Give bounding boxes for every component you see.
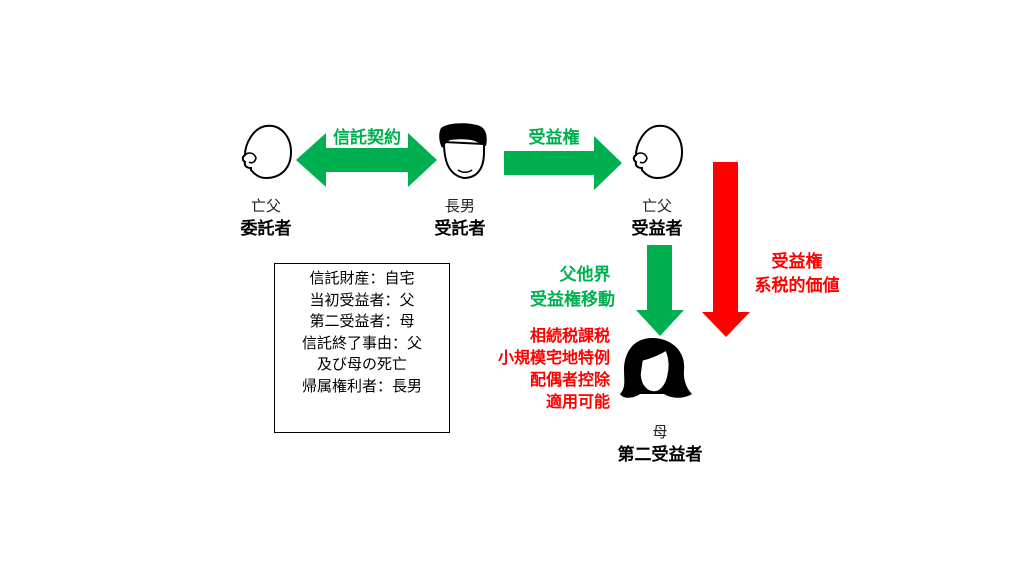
mother-role: 第二受益者 (617, 445, 703, 465)
tax-note: 小規模宅地特例 (497, 348, 610, 367)
woman-silhouette-icon (620, 338, 692, 398)
info-line: 信託終了事由：父 (301, 333, 422, 352)
info-line: 当初受益者：父 (309, 290, 415, 309)
trust-info-box: 信託財産：自宅 当初受益者：父 第二受益者：母 信託終了事由：父 及び母の死亡 … (274, 263, 450, 433)
transfer-label-line1: 父他界 (559, 265, 611, 285)
father1-name: 亡父 (250, 197, 281, 215)
transfer-down-arrow (636, 245, 684, 336)
trust-contract-double-arrow (296, 133, 437, 187)
son-role: 受託者 (434, 219, 486, 239)
transfer-label-line2: 受益権移動 (530, 290, 615, 310)
father1-role: 委託者 (240, 219, 292, 239)
info-line: 及び母の死亡 (316, 355, 407, 373)
valuation-down-arrow (702, 162, 750, 337)
beneficial-right-label: 受益権 (528, 128, 580, 148)
tax-note: 適用可能 (545, 392, 610, 411)
trust-contract-label: 信託契約 (333, 128, 401, 148)
bald-head-icon (632, 124, 684, 180)
father2-role: 受益者 (631, 219, 683, 239)
beneficial-right-arrow (504, 136, 622, 190)
tax-notes: 相続税課税 小規模宅地特例 配偶者控除 適用可能 (498, 325, 610, 413)
info-line: 信託財産：自宅 (309, 269, 415, 287)
tax-note: 配偶者控除 (529, 370, 610, 389)
father2-name: 亡父 (641, 197, 672, 215)
info-line: 帰属権利者：長男 (301, 376, 422, 395)
info-line: 第二受益者：母 (309, 312, 415, 330)
tax-note: 相続税課税 (529, 326, 610, 345)
bald-head-icon (241, 124, 293, 180)
mother-name: 母 (652, 423, 668, 441)
valuation-label-line1: 受益権 (771, 252, 823, 272)
son-name: 長男 (444, 197, 475, 215)
man-black-hair-icon (439, 123, 487, 180)
valuation-label-line2: 系税的価値 (754, 276, 840, 296)
